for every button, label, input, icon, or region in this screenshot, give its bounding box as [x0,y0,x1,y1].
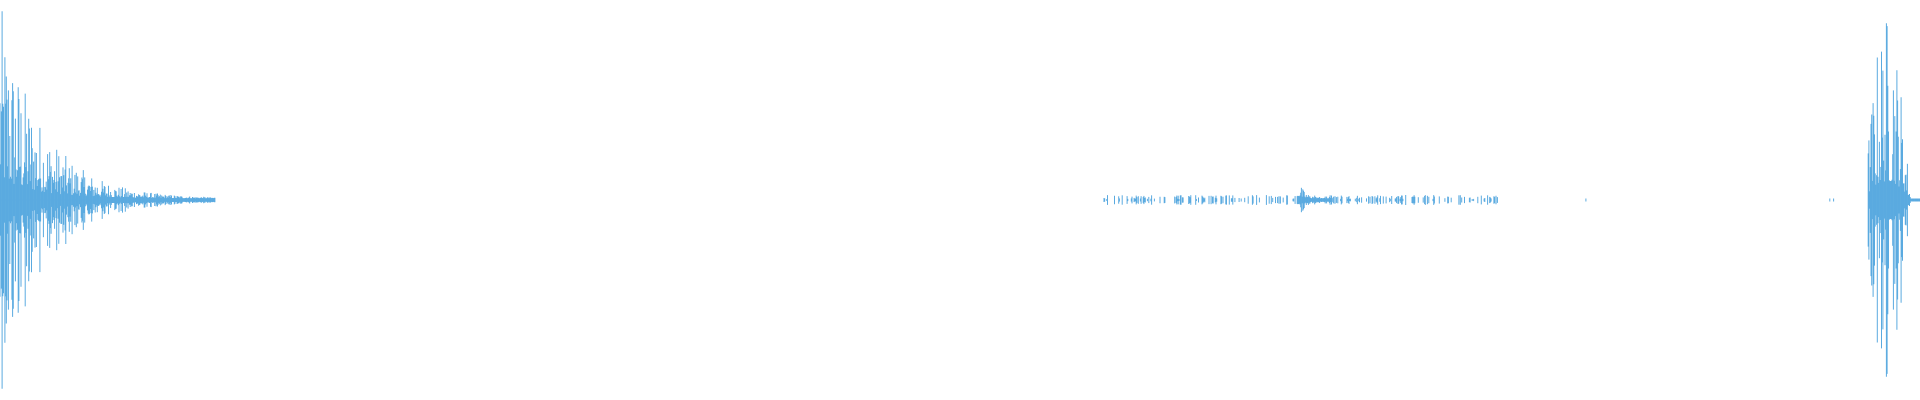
waveform-samples [0,11,1920,389]
